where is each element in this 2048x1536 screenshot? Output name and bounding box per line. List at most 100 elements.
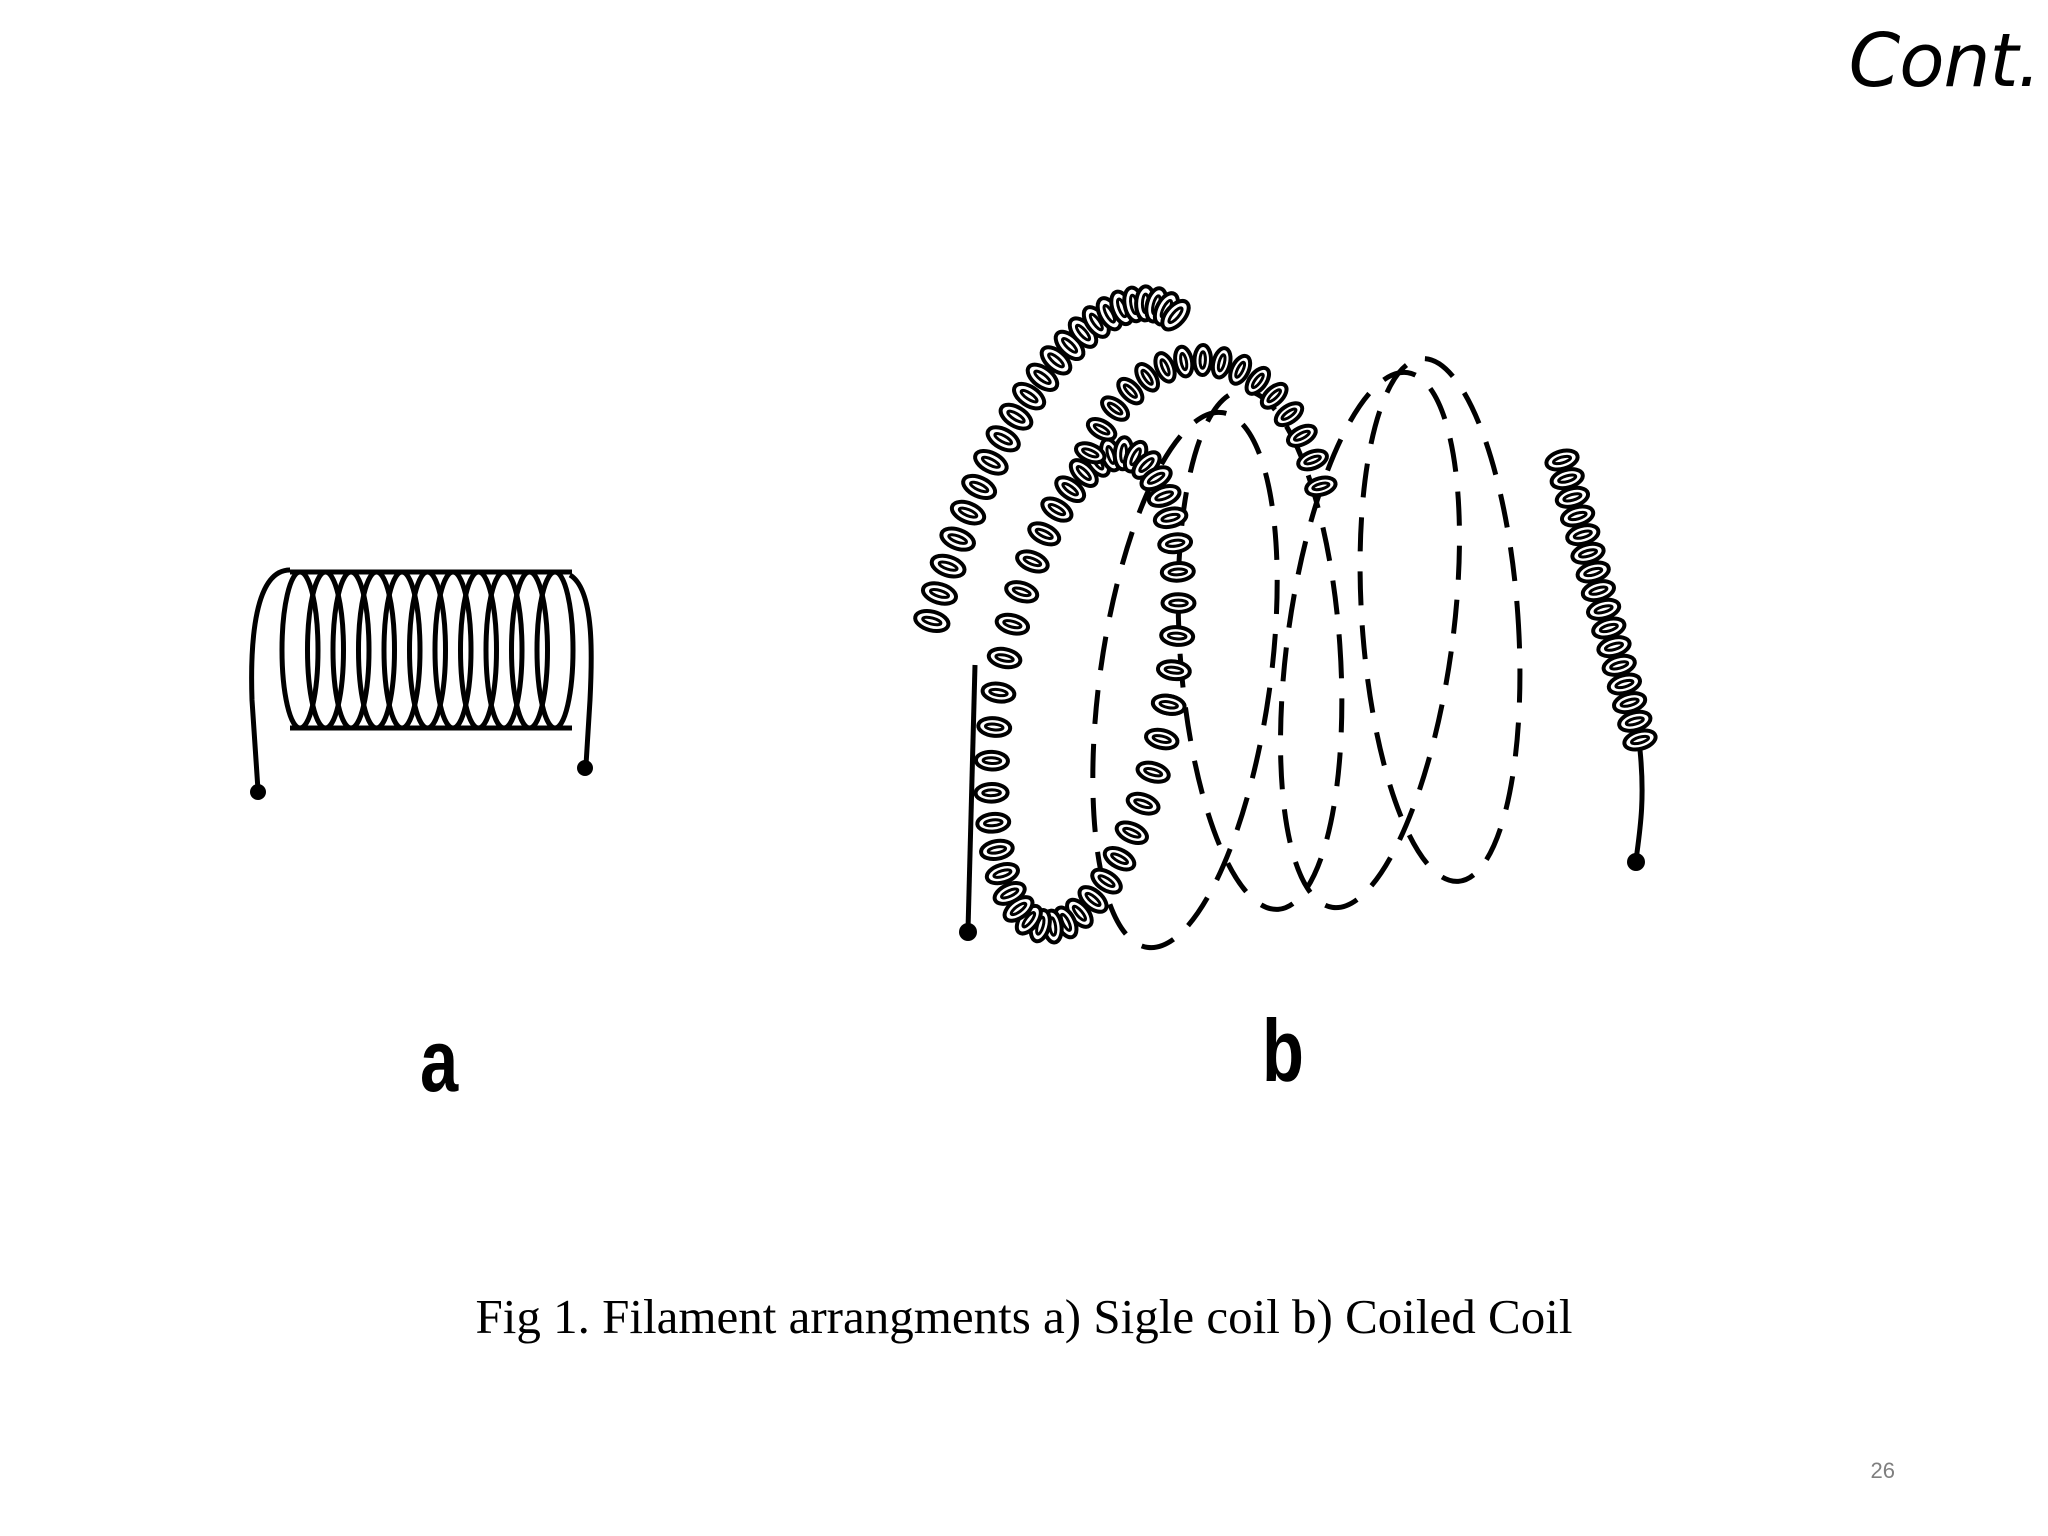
coil-bead-core <box>1021 911 1037 929</box>
coil-bead-core <box>957 506 979 519</box>
coil-bead-core <box>1551 454 1573 466</box>
coil-bead-core <box>1167 567 1189 577</box>
coil-bead-core <box>1160 512 1181 523</box>
coil-bead-core <box>947 533 968 545</box>
coil-bead-core <box>1593 604 1614 615</box>
coil-bead-core <box>1047 352 1065 369</box>
coil-bead-core <box>969 480 990 494</box>
coil-bead-core <box>1168 598 1189 608</box>
coil-bead-core <box>1071 904 1087 922</box>
coil-bead-core <box>1159 358 1171 377</box>
coil-bead-core <box>1033 369 1052 385</box>
coil-bead-core <box>1588 585 1609 596</box>
coil-bead-core <box>1598 622 1619 634</box>
coiled-coil-beads <box>913 284 1658 945</box>
coil-bead-core <box>1234 360 1247 379</box>
coil-bead-core <box>1572 529 1593 540</box>
coil-bead-core <box>1133 798 1153 810</box>
coil-bead-core <box>1122 826 1142 839</box>
coil-bead-core <box>1002 619 1023 630</box>
figure-label-b: b <box>1262 1001 1304 1100</box>
coil-bead-core <box>1629 734 1651 746</box>
coil-bead-core <box>1059 912 1073 932</box>
coil-bead-core <box>1179 351 1189 372</box>
coil-bead-core <box>1603 641 1625 652</box>
coil-bead-core <box>1122 383 1138 399</box>
coil-bead-core <box>1216 353 1227 373</box>
single-coil-loops <box>279 569 576 731</box>
coil-bead-core <box>1022 555 1043 568</box>
coiled-coil-right-terminal <box>1627 853 1645 871</box>
coil-bead-core <box>1311 481 1331 492</box>
coil-bead-core <box>1624 716 1645 727</box>
coil-bead-core <box>1019 388 1039 404</box>
figure-caption: Fig 1. Filament arrangments a) Sigle coi… <box>475 1289 1573 1344</box>
coil-bead-core <box>1140 368 1154 386</box>
coil-bead-core <box>1164 538 1186 548</box>
coil-bead-core <box>1303 454 1322 466</box>
coil-bead-core <box>1034 527 1054 540</box>
coil-bead-core <box>1619 697 1640 708</box>
coil-bead-core <box>1138 457 1155 473</box>
coil-bead-core <box>1198 350 1207 370</box>
coil-bead-core <box>1292 429 1311 442</box>
coil-bead-core <box>980 455 1001 469</box>
coil-bead-core <box>1106 401 1124 416</box>
coil-bead-core <box>1110 852 1129 866</box>
coil-bead-core <box>983 722 1005 732</box>
coil-bead-core <box>981 788 1002 798</box>
coil-bead-core <box>1158 700 1179 710</box>
coiled-coil-dashed-helix <box>1090 356 1523 951</box>
single-coil-left-lead <box>249 567 291 791</box>
coil-bead-core <box>981 756 1003 766</box>
coil-bead-core <box>1047 503 1067 517</box>
coil-bead-core <box>1577 548 1599 559</box>
single-coil-right-lead <box>568 572 594 766</box>
slide-title: Cont. <box>1848 18 2041 104</box>
coil-bead-core <box>1167 306 1184 325</box>
coil-turn <box>534 569 576 731</box>
coil-bead-core <box>1061 481 1079 497</box>
coiled-coil-left-lead <box>965 664 978 931</box>
coil-bead-core <box>1084 891 1102 908</box>
coil-bead-core <box>1614 678 1635 690</box>
coil-bead-core <box>983 818 1004 828</box>
coil-bead-core <box>1000 887 1020 900</box>
figure-label-a: a <box>420 1011 459 1110</box>
coil-bead-core <box>928 588 950 599</box>
coil-bead-core <box>986 845 1008 855</box>
coiled-coil-right-lead <box>1633 749 1645 861</box>
coil-bead-core <box>1562 492 1583 503</box>
coil-bead-core <box>1557 473 1578 484</box>
coil-bead-core <box>1163 665 1185 675</box>
coil-bead-core <box>988 687 1009 698</box>
coil-bead-core <box>1006 409 1026 424</box>
coil-bead-core <box>1088 312 1104 332</box>
coil-bead-core <box>1075 465 1092 482</box>
coil-bead-core <box>1609 660 1630 671</box>
coil-bead-core <box>1143 767 1164 778</box>
coil-bead-core <box>921 615 943 627</box>
coil-bead-core <box>1074 323 1092 342</box>
coiled-coil-left-terminal <box>959 923 977 941</box>
coil-bead-core <box>1097 874 1116 888</box>
coil-bead-core <box>993 432 1014 446</box>
page-number: 26 <box>1870 1458 1895 1483</box>
coil-bead-core <box>1280 407 1298 421</box>
coil-bead-core <box>1266 388 1282 404</box>
single-coil-left-terminal <box>250 784 266 800</box>
coil-bead-core <box>1250 372 1265 390</box>
coil-bead-core <box>994 653 1015 663</box>
coil-bead-core <box>1151 734 1172 744</box>
coil-bead-core <box>1166 631 1188 641</box>
single-coil-right-terminal <box>577 760 593 776</box>
coil-bead-core <box>1009 901 1028 917</box>
coil-bead-core <box>992 868 1013 879</box>
coiled-coil-drawing <box>913 284 1658 951</box>
single-coil-drawing <box>249 567 594 800</box>
coil-bead-core <box>1129 447 1142 467</box>
coil-bead-core <box>1146 471 1166 485</box>
coil-bead-core <box>1567 510 1588 522</box>
coil-bead-core <box>1081 447 1100 459</box>
